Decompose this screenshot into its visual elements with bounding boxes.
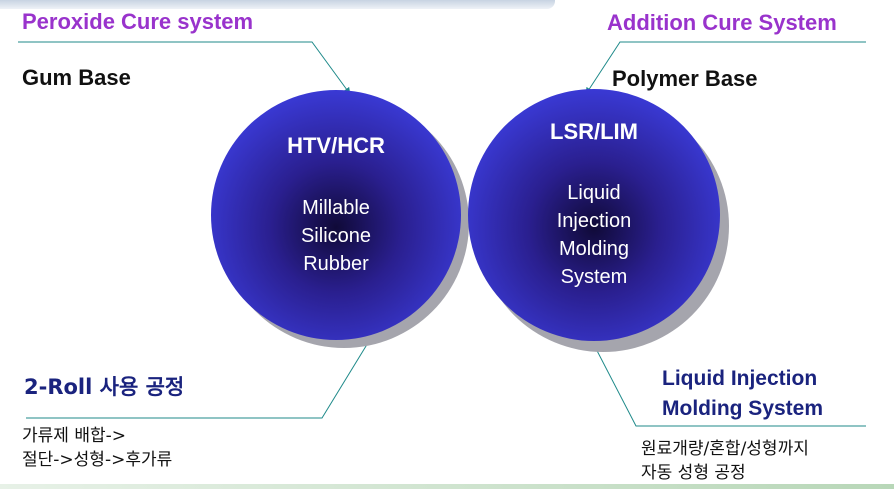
lsr-lim-body: Liquid Injection Molding System xyxy=(468,179,720,291)
lim-process-steps: 원료개량/혼합/성형까지 자동 성형 공정 xyxy=(641,437,809,485)
htv-body-line: Millable xyxy=(302,197,370,219)
htv-body-line: Silicone xyxy=(300,225,372,247)
two-roll-process-title: 2-Roll 사용 공정 xyxy=(24,375,185,399)
gum-base-label: Gum Base xyxy=(22,65,131,90)
lsr-body-line: Liquid xyxy=(567,182,621,204)
htv-hcr-body: Millable Silicone Rubber xyxy=(211,194,461,278)
lim-title-line: Liquid Injection xyxy=(662,367,818,390)
bottom-decorative-bar xyxy=(0,484,894,489)
polymer-base-label: Polymer Base xyxy=(612,66,758,91)
top-decorative-bar xyxy=(0,0,555,9)
process-step: 원료개량/혼합/성형까지 xyxy=(641,439,809,459)
connector-lim-to-lsr xyxy=(591,340,866,427)
lsr-lim-circle: LSR/LIM Liquid Injection Molding System xyxy=(468,89,720,341)
process-step: 가류제 배합-> xyxy=(22,426,126,446)
two-roll-process-steps: 가류제 배합-> 절단->성형->후가류 xyxy=(22,424,172,472)
connector-addition-to-lsr xyxy=(585,41,866,95)
process-step: 자동 성형 공정 xyxy=(641,463,746,483)
lsr-body-line: Injection xyxy=(556,210,632,232)
peroxide-cure-label: Peroxide Cure system xyxy=(22,9,254,34)
process-step: 절단->성형->후가류 xyxy=(22,450,173,470)
connector-2roll-to-htv xyxy=(26,332,375,419)
htv-hcr-title: HTV/HCR xyxy=(287,133,385,158)
lsr-body-line: System xyxy=(560,266,628,288)
connector-peroxide-to-htv xyxy=(18,41,351,95)
lim-process-title: Liquid Injection Molding System xyxy=(662,364,823,424)
lsr-lim-title: LSR/LIM xyxy=(550,119,638,144)
addition-cure-label: Addition Cure System xyxy=(607,10,837,35)
htv-body-line: Rubber xyxy=(303,253,369,275)
lsr-body-line: Molding xyxy=(558,238,630,260)
lim-title-line: Molding System xyxy=(662,397,824,420)
htv-hcr-circle: HTV/HCR Millable Silicone Rubber xyxy=(211,90,461,340)
